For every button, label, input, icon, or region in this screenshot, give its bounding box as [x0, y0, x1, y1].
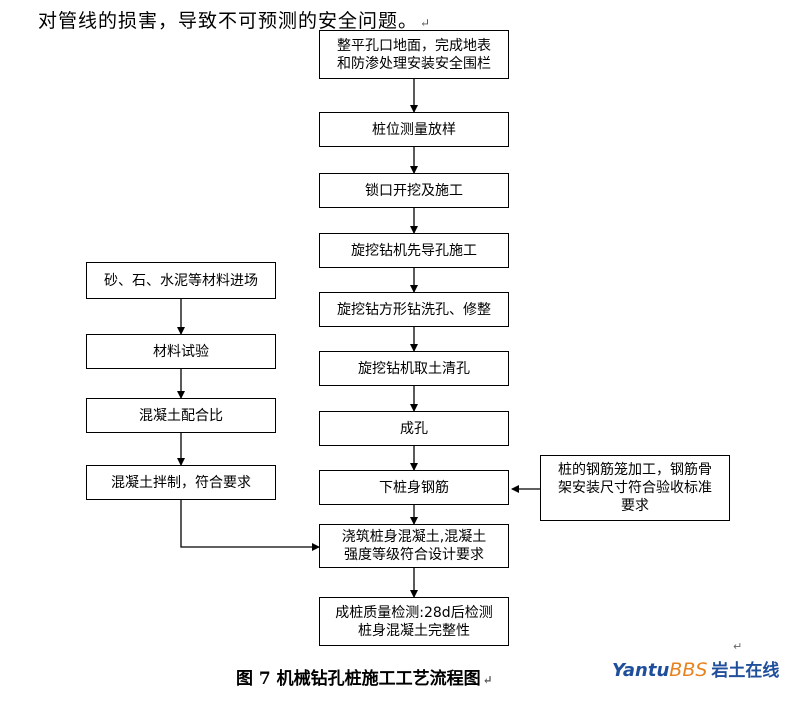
figure-caption: 图 7 机械钻孔桩施工工艺流程图↵ [236, 664, 493, 689]
paragraph-mark-icon: ↵ [420, 16, 432, 30]
caption-paragraph-mark-icon: ↵ [482, 673, 493, 687]
caption-text: 图 7 机械钻孔桩施工工艺流程图 [236, 669, 481, 689]
arrow-left-to-pour [180, 500, 320, 551]
step-pilot-hole: 旋挖钻机先导孔施工 [319, 233, 509, 268]
logo-bbs: BBS [669, 659, 708, 681]
step-lower-rebar: 下桩身钢筋 [319, 470, 509, 505]
step-level-ground: 整平孔口地面，完成地表 和防渗处理安装安全围栏 [319, 30, 509, 79]
step-pour-concrete: 浇筑桩身混凝土,混凝土 强度等级符合设计要求 [319, 524, 509, 568]
step-square-trim: 旋挖钻方形钻洗孔、修整 [319, 292, 509, 327]
logo-chinese: 岩土在线 [711, 661, 780, 681]
step-hole-formed: 成孔 [319, 411, 509, 446]
step-mix-ratio: 混凝土配合比 [86, 398, 276, 433]
step-pile-positioning: 桩位测量放样 [319, 112, 509, 147]
step-concrete-mixing: 混凝土拌制，符合要求 [86, 465, 276, 500]
stray-paragraph-mark-icon: ↵ [733, 640, 743, 653]
intro-text: 对管线的损害，导致不可预测的安全问题。↵ [38, 6, 431, 33]
logo-yantu: Yantu [612, 660, 670, 681]
intro-sentence: 对管线的损害，导致不可预测的安全问题。 [38, 10, 419, 32]
step-materials-arrival: 砂、石、水泥等材料进场 [86, 262, 276, 299]
step-rebar-cage: 桩的钢筋笼加工，钢筋骨 架安装尺寸符合验收标准 要求 [540, 455, 730, 521]
step-lock-excavation: 锁口开挖及施工 [319, 173, 509, 208]
step-material-test: 材料试验 [86, 334, 276, 369]
step-soil-removal: 旋挖钻机取土清孔 [319, 351, 509, 386]
step-quality-test: 成桩质量检测:28d后检测 桩身混凝土完整性 [319, 597, 509, 646]
